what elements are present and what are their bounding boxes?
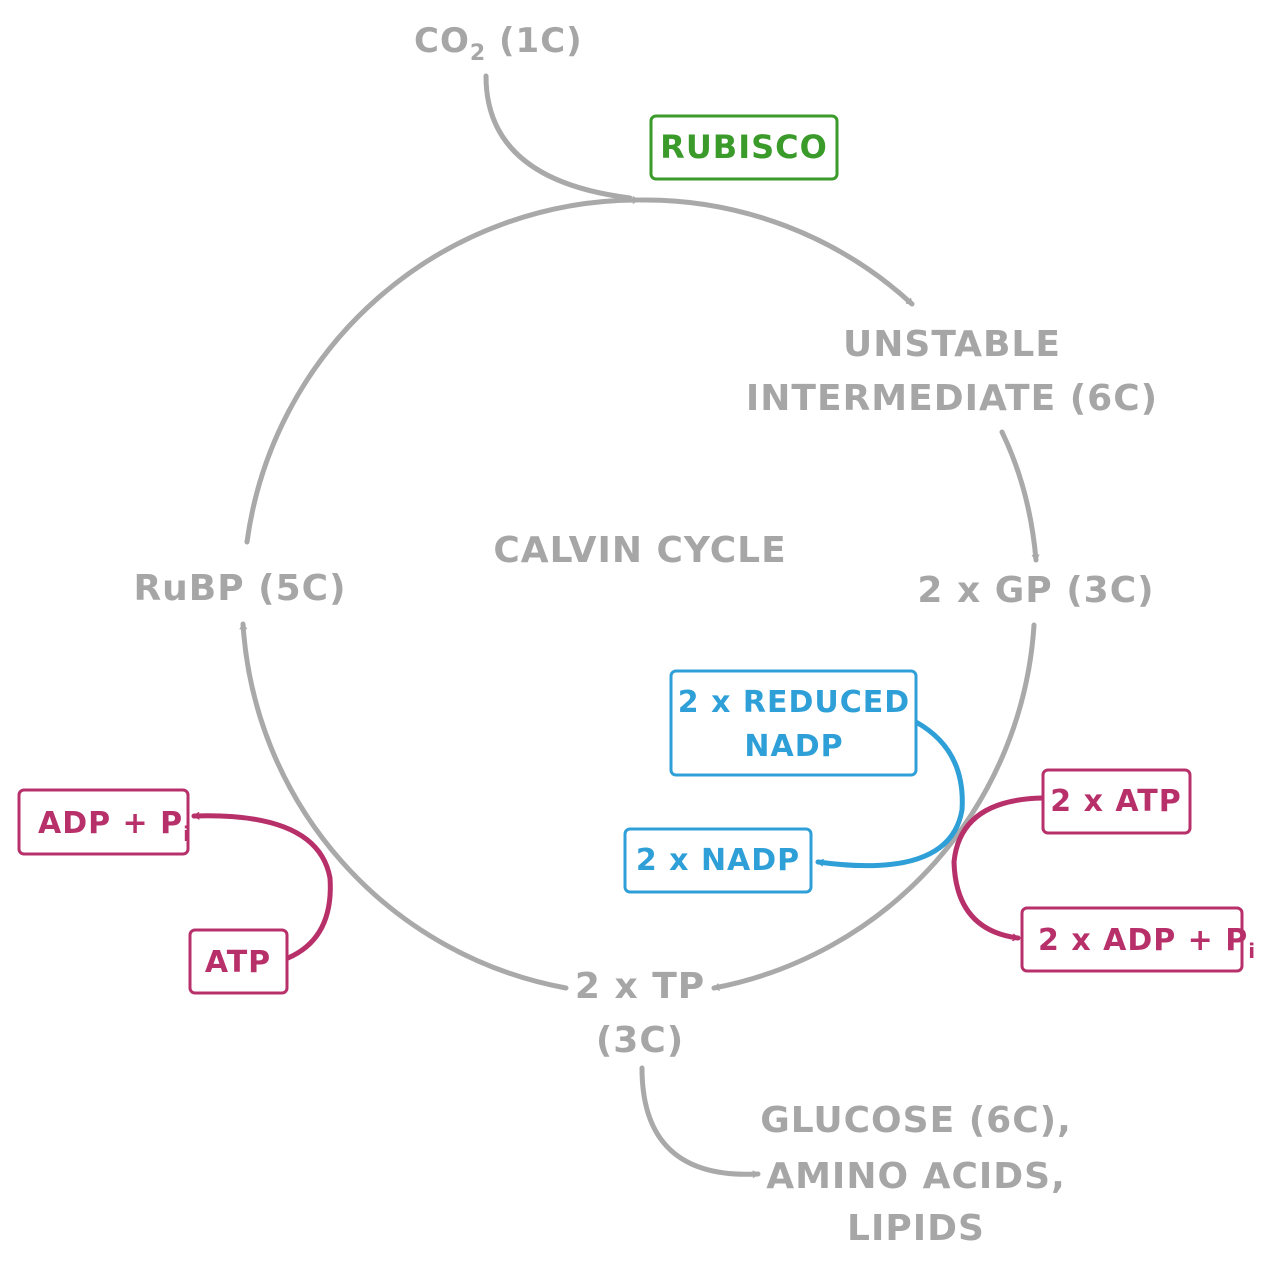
adp-regeneration-box [17, 788, 190, 856]
tp-label-line2: (3C) [596, 1020, 684, 1061]
atp-regeneration-box [188, 928, 289, 995]
rubp-label: RuBP (5C) [133, 568, 346, 609]
arrow-tp-to-products [639, 1065, 761, 1179]
nadp-label: 2 x NADP [636, 843, 800, 878]
reduced-nadp-label-line2: NADP [744, 729, 843, 764]
arrow-atp-to-adp-reduction [951, 795, 1045, 942]
adp-reduction-label: 2 x ADP + Pi [1038, 923, 1256, 963]
reduced-nadp-label-line1: 2 x REDUCED [678, 685, 910, 720]
arc-gp-to-tp [711, 622, 1037, 991]
tp-label-line1: 2 x TP [575, 966, 705, 1007]
adp-reduction-box [1020, 906, 1244, 973]
products-line1: GLUCOSE (6C), [760, 1100, 1072, 1141]
arrow-reduced-nadp-to-nadp [815, 719, 965, 869]
gp-label: 2 x GP (3C) [917, 570, 1154, 611]
arrow-co2-entry [483, 73, 633, 201]
diagram-title: CALVIN CYCLE [493, 530, 786, 571]
atp-regeneration-label: ATP [205, 945, 271, 980]
arc-rubp-to-top [244, 196, 641, 545]
arc-top-to-unstable [637, 197, 915, 307]
atp-reduction-box [1041, 768, 1192, 835]
arrow-atp-to-adp-regeneration [191, 812, 333, 961]
products-line3: LIPIDS [847, 1208, 985, 1249]
unstable-intermediate-label-line1: UNSTABLE [843, 324, 1061, 365]
atp-reduction-label: 2 x ATP [1050, 784, 1181, 819]
reduced-nadp-box [669, 669, 918, 777]
rubisco-box [649, 114, 839, 181]
co2-label: CO2 (1C) [414, 21, 583, 66]
rubisco-label: RUBISCO [660, 128, 828, 166]
arc-tp-to-rubp [239, 621, 569, 991]
products-line2: AMINO ACIDS, [766, 1156, 1066, 1197]
nadp-box [623, 827, 813, 894]
arrow-unstable-to-gp [999, 429, 1040, 563]
adp-regeneration-label: ADP + Pi [38, 806, 191, 846]
unstable-intermediate-label-line2: INTERMEDIATE (6C) [746, 378, 1158, 419]
